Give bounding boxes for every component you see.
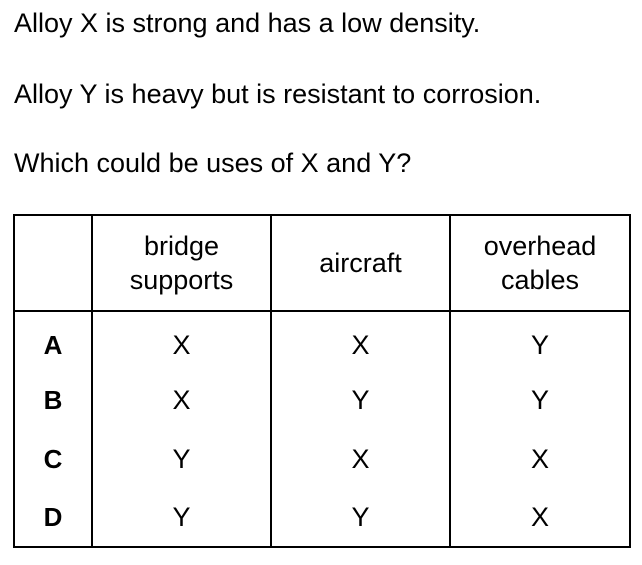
option-row-a: A X X Y [13, 311, 631, 370]
header-row: bridge supports aircraft overhead cables [13, 214, 631, 312]
statement-alloy-y: Alloy Y is heavy but is resistant to cor… [14, 79, 542, 109]
option-cell: Y [449, 370, 631, 429]
option-cell: Y [270, 488, 451, 548]
option-key: B [13, 370, 93, 429]
option-cell: Y [449, 311, 631, 370]
option-cell: Y [270, 370, 451, 429]
option-cell: Y [91, 488, 272, 548]
options-table: bridge supports aircraft overhead cables… [13, 214, 631, 548]
header-bridge-supports: bridge supports [91, 214, 272, 312]
option-cell: X [449, 488, 631, 548]
option-cell: X [449, 429, 631, 488]
option-row-b: B X Y Y [13, 370, 631, 429]
question-prompt: Which could be uses of X and Y? [14, 148, 412, 178]
option-key: D [13, 488, 93, 548]
option-cell: X [270, 429, 451, 488]
option-key: C [13, 429, 93, 488]
option-row-c: C Y X X [13, 429, 631, 488]
option-cell: Y [91, 429, 272, 488]
header-aircraft: aircraft [270, 214, 451, 312]
header-overhead-cables: overhead cables [449, 214, 631, 312]
option-key: A [13, 311, 93, 370]
option-cell: X [270, 311, 451, 370]
header-blank [13, 214, 93, 312]
statement-alloy-x: Alloy X is strong and has a low density. [14, 8, 481, 38]
option-cell: X [91, 370, 272, 429]
option-row-d: D Y Y X [13, 488, 631, 548]
option-cell: X [91, 311, 272, 370]
